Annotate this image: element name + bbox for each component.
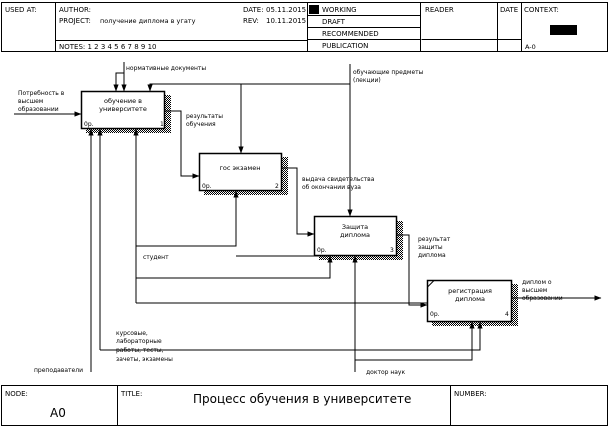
label-need-3: образовании: [18, 106, 59, 113]
status-working: WORKING: [322, 6, 357, 14]
footer-frame: [1, 385, 608, 426]
activity-box-2[interactable]: гос экзамен 0р. 2: [198, 152, 289, 196]
box-2-title-line-1: гос экзамен: [219, 164, 260, 172]
label-defense-result-3: диплома: [418, 252, 446, 259]
label-coursework-2: лабораторные: [116, 338, 162, 345]
working-status-marker: [309, 5, 319, 14]
box-4-num: 4: [505, 311, 509, 318]
label-phd: доктор наук: [366, 369, 405, 376]
project-label: PROJECT:: [59, 17, 91, 25]
node-label: NODE:: [5, 390, 28, 398]
box-1-title-line-2: университете: [99, 105, 147, 113]
label-certificate-2: об окончании вуза: [302, 184, 361, 191]
header-frame: [1, 2, 608, 52]
box-2-num: 2: [275, 183, 279, 190]
label-certificate-1: выдача свидетельства: [302, 176, 375, 183]
arrow-labels: Потребность в высшем образовании нормати…: [18, 65, 563, 376]
node-value: A0: [50, 406, 66, 420]
label-coursework-4: зачеты, экзамены: [116, 356, 173, 363]
label-results-2: обучения: [186, 121, 216, 128]
status-draft: DRAFT: [322, 18, 346, 26]
arrow-phd-to-reg: [355, 321, 475, 361]
used-at-label: USED AT:: [5, 6, 37, 14]
label-need-2: высшем: [18, 98, 43, 105]
label-coursework-1: курсовые,: [116, 330, 148, 337]
box-3-title-line-2: диплома: [340, 231, 370, 239]
box-1-op: 0р.: [84, 121, 94, 128]
label-teachers: преподаватели: [34, 367, 83, 374]
label-student: студент: [143, 254, 169, 261]
box-3-title-line-1: Защита: [342, 223, 368, 231]
box-4-op: 0р.: [430, 311, 440, 318]
arrow-coursework-to-reg: [100, 321, 483, 351]
activity-box-4[interactable]: регистрация диплома 0р. 4: [426, 279, 519, 327]
label-coursework-3: работы, тесты,: [116, 347, 164, 354]
context-node: A-0: [525, 43, 536, 51]
diagram-title: Процесс обучения в университете: [193, 392, 411, 406]
project-name: получение диплома в угату: [100, 17, 196, 25]
reader-label: READER: [425, 6, 454, 14]
context-label: CONTEXT:: [524, 6, 559, 14]
date-value: 05.11.2015: [266, 6, 306, 14]
label-results-1: результаты: [186, 113, 223, 120]
activity-box-3[interactable]: Защита диплома 0р. 3: [313, 215, 404, 261]
reader-date-label: DATE: [500, 6, 518, 14]
notes-label: NOTES: 1 2 3 4 5 6 7 8 9 10: [59, 43, 157, 51]
arrow-lines: [14, 62, 602, 372]
label-diploma-out-2: высшем: [522, 287, 547, 294]
rev-value: 10.11.2015: [266, 17, 306, 25]
arrow-subjects-to-exam: [238, 83, 350, 154]
box-1-num: 1: [160, 121, 164, 128]
arrow-norm-docs-branch: [113, 72, 124, 92]
box-4-title-line-1: регистрация: [448, 287, 492, 295]
context-thumbnail: [550, 25, 577, 35]
label-subjects-1: обучающие предметы: [353, 69, 424, 76]
title-label: TITLE:: [120, 390, 142, 398]
label-norm-docs: нормативные документы: [126, 65, 206, 72]
label-subjects-2: (лекции): [353, 77, 381, 84]
box-1-title-line-1: обучение в: [104, 97, 142, 105]
activity-box-1[interactable]: обучение в университете 0р. 1: [80, 90, 172, 134]
box-2-op: 0р.: [202, 183, 212, 190]
label-diploma-out-1: диплом о: [522, 279, 552, 286]
author-label: AUTHOR:: [59, 6, 91, 14]
label-diploma-out-3: образовании: [522, 295, 563, 302]
status-publication: PUBLICATION: [322, 42, 368, 50]
label-defense-result-1: результат: [418, 236, 451, 243]
arrow-student-to-exam: [136, 190, 239, 247]
arrow-student-reg: [136, 302, 470, 322]
rev-label: REV:: [243, 17, 259, 25]
box-3-op: 0р.: [317, 247, 327, 254]
date-label: DATE:: [243, 6, 264, 14]
arrow-subjects-to-study: [147, 83, 350, 92]
number-label: NUMBER:: [454, 390, 487, 398]
arrow-certificate: [281, 167, 315, 237]
label-defense-result-2: защиты: [418, 244, 443, 251]
box-3-num: 3: [390, 247, 394, 254]
label-need-1: Потребность в: [18, 90, 65, 97]
arrow-results: [164, 110, 200, 179]
status-recommended: RECOMMENDED: [322, 30, 379, 38]
box-4-title-line-2: диплома: [455, 295, 485, 303]
